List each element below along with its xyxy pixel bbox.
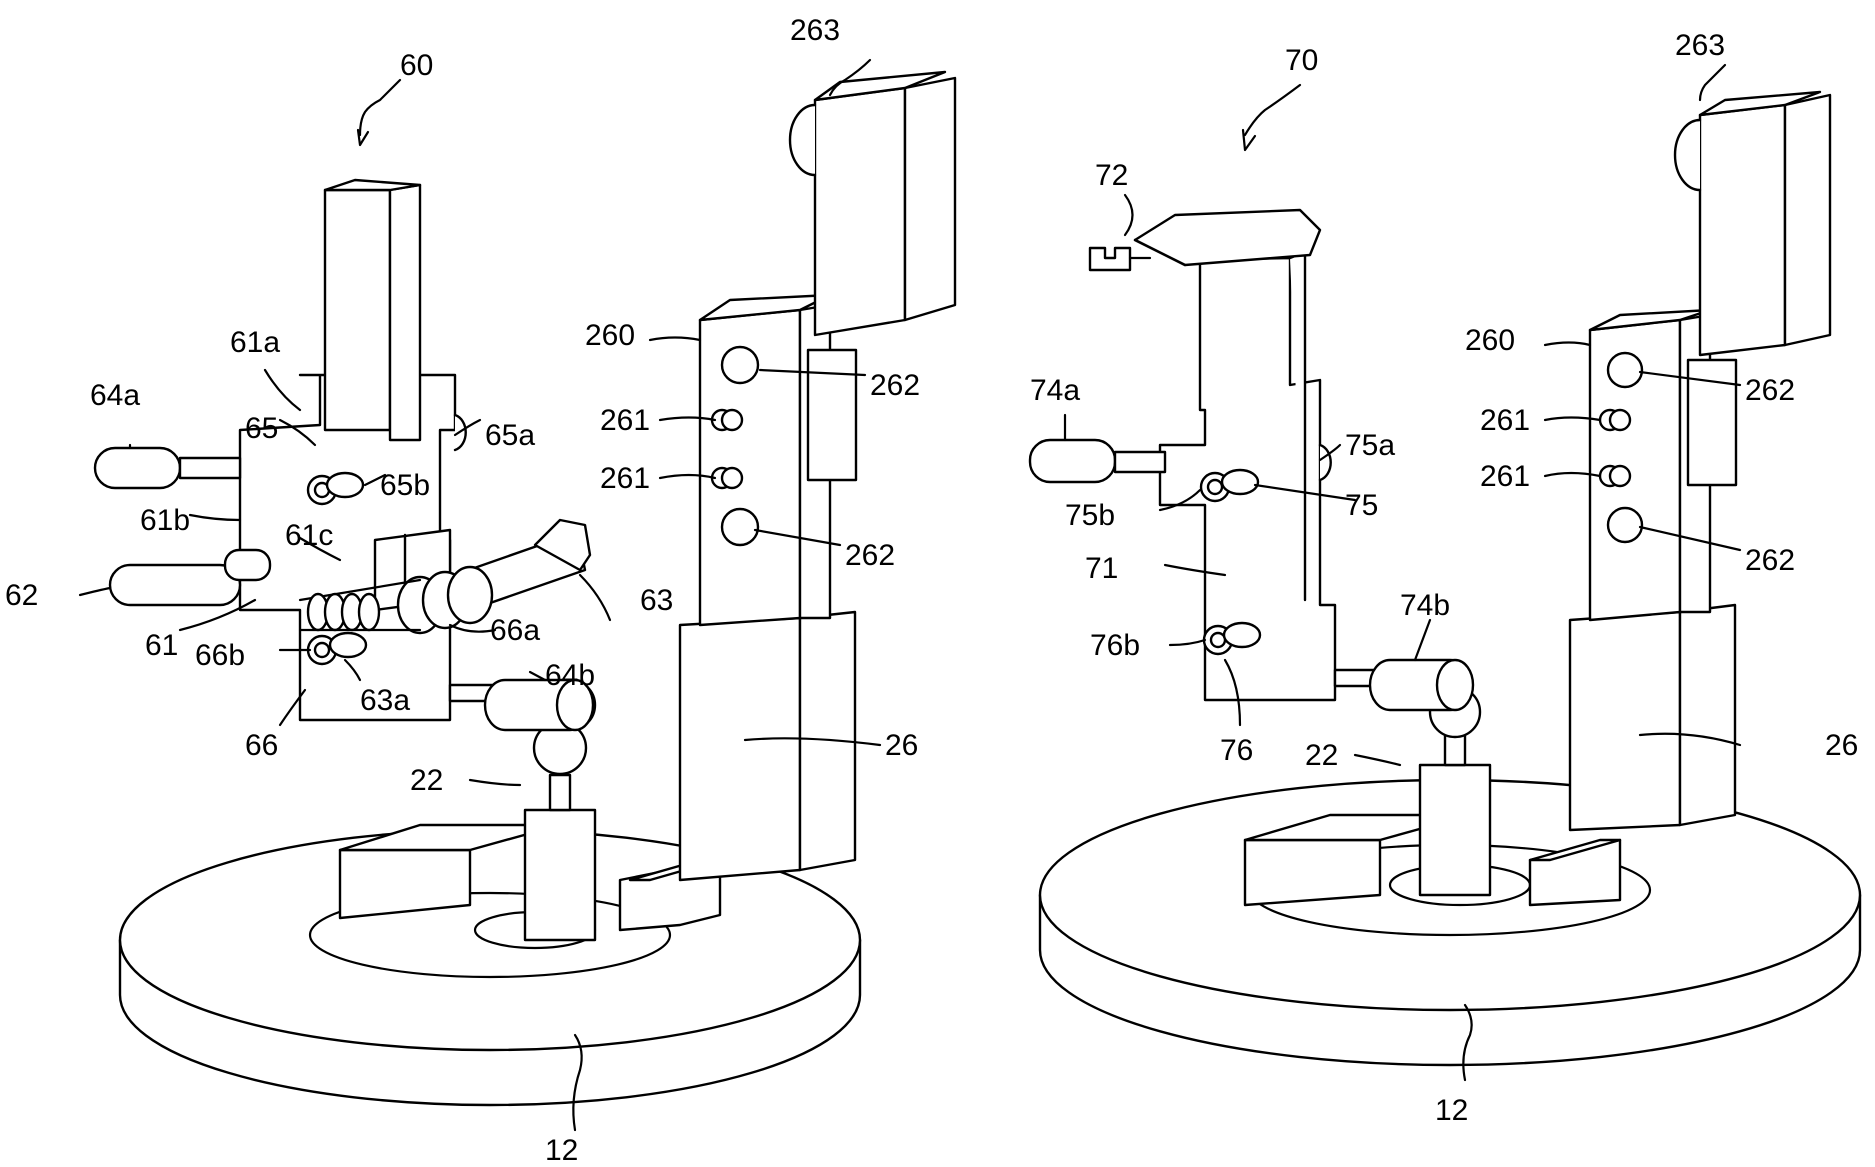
label-66b: 66b [195, 639, 245, 672]
label-75b: 75b [1065, 499, 1115, 532]
label-22-left: 22 [410, 764, 443, 797]
label-262b-right: 262 [1745, 544, 1795, 577]
post-22-left [525, 722, 595, 940]
label-261b-left: 261 [600, 462, 650, 495]
label-64a: 64a [90, 379, 140, 412]
ref-60: 60 [400, 49, 433, 82]
handle-74a [1030, 440, 1165, 482]
label-74b: 74b [1400, 589, 1450, 622]
label-263-left: 263 [790, 14, 840, 47]
label-261a-right: 261 [1480, 404, 1530, 437]
label-262a-right: 262 [1745, 374, 1795, 407]
handle-74b [1335, 660, 1473, 710]
label-72: 72 [1095, 159, 1128, 192]
label-260-right: 260 [1465, 324, 1515, 357]
label-12-right: 12 [1435, 1094, 1468, 1127]
label-61a: 61a [230, 326, 280, 359]
label-76b: 76b [1090, 629, 1140, 662]
label-66: 66 [245, 729, 278, 762]
post-22-right [1420, 687, 1490, 895]
label-76: 76 [1220, 734, 1253, 767]
label-63a: 63a [360, 684, 410, 717]
label-75a: 75a [1345, 429, 1395, 462]
label-261a-left: 261 [600, 404, 650, 437]
label-22-right: 22 [1305, 739, 1338, 772]
label-65a: 65a [485, 419, 535, 452]
figure-left: 60 263 260 262 261 261 262 61a 64a 65 65… [5, 14, 955, 1167]
label-61c: 61c [285, 519, 333, 552]
label-26-left: 26 [885, 729, 918, 762]
label-66a: 66a [490, 614, 540, 647]
label-63: 63 [640, 584, 673, 617]
label-263-right: 263 [1675, 29, 1725, 62]
label-64b: 64b [545, 659, 595, 692]
label-71: 71 [1085, 552, 1118, 585]
label-62: 62 [5, 579, 38, 612]
label-61b: 61b [140, 504, 190, 537]
label-65b: 65b [380, 469, 430, 502]
block-61 [240, 180, 466, 720]
figure-right: 70 263 72 260 262 261 261 262 74a 75a 75… [1030, 29, 1860, 1127]
label-261b-right: 261 [1480, 460, 1530, 493]
label-61: 61 [145, 629, 178, 662]
label-75: 75 [1345, 489, 1378, 522]
label-262a-left: 262 [870, 369, 920, 402]
label-262b-left: 262 [845, 539, 895, 572]
label-12-left: 12 [545, 1134, 578, 1167]
ref-70: 70 [1285, 44, 1318, 77]
label-26-right: 26 [1825, 729, 1858, 762]
label-260-left: 260 [585, 319, 635, 352]
handle-64a [95, 448, 240, 488]
label-74a: 74a [1030, 374, 1080, 407]
label-65: 65 [245, 412, 278, 445]
column-26-right [1570, 92, 1830, 830]
